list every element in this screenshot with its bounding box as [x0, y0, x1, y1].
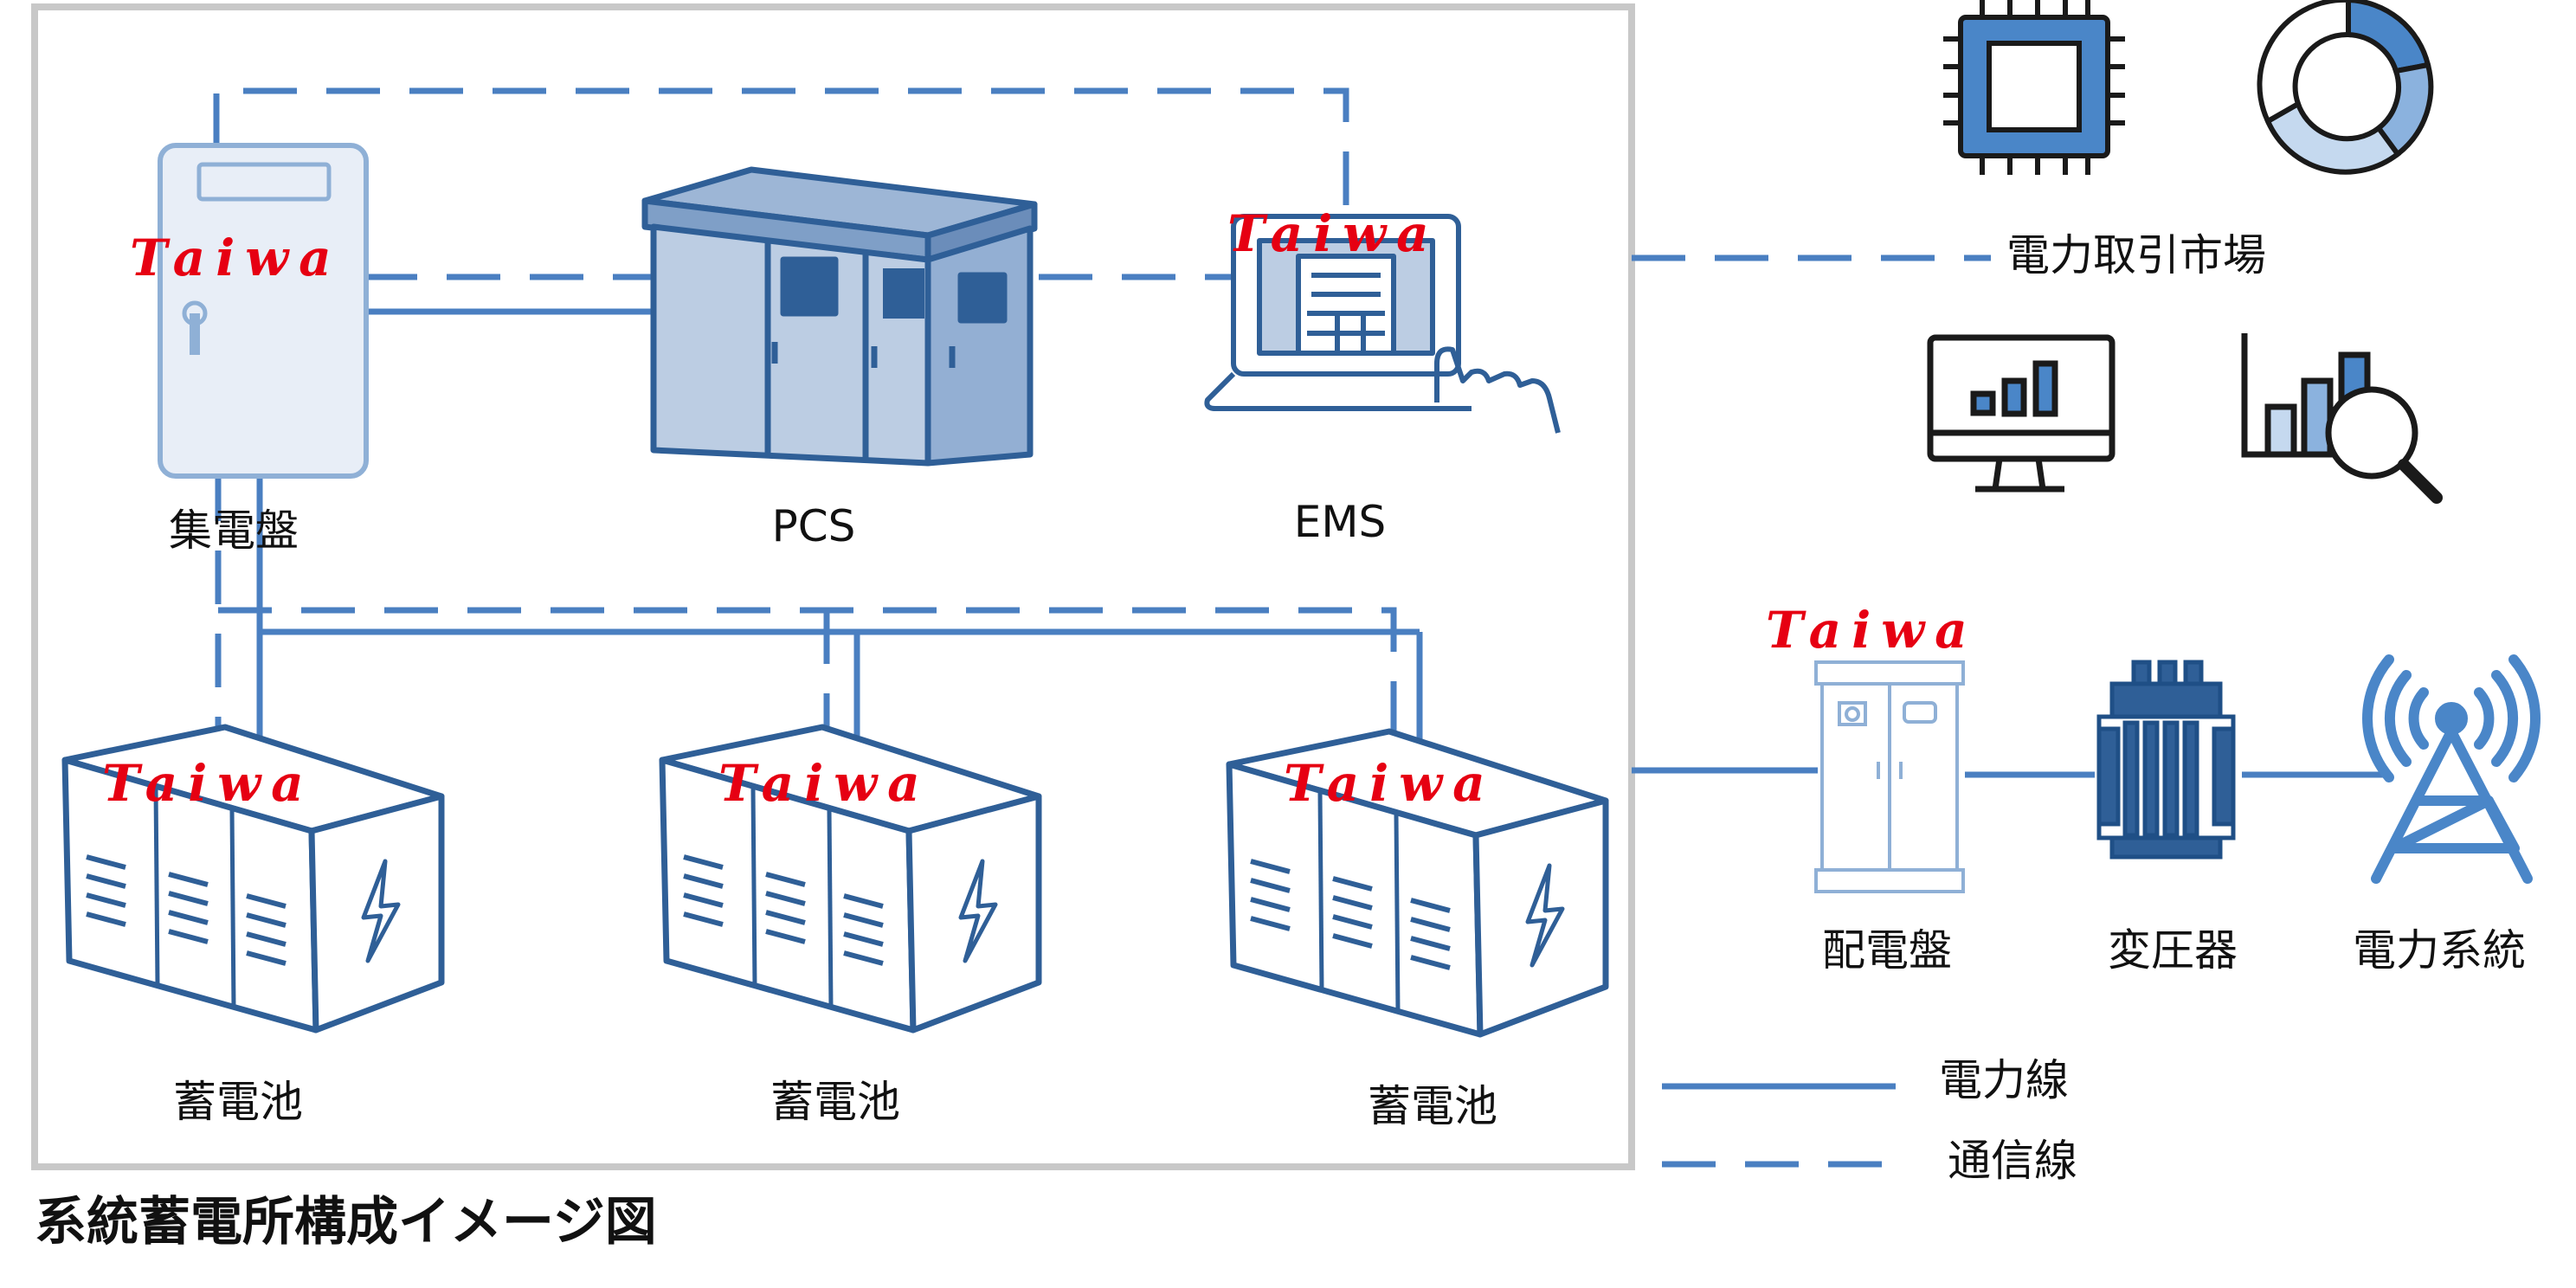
bar-chart-search-icon [2241, 333, 2443, 504]
brand-logo-battery-3: Taiwa [1284, 754, 1496, 813]
switchboard-icon [1814, 660, 1965, 893]
brand-logo-collector: Taiwa [130, 229, 342, 287]
battery-icon-1 [61, 724, 445, 1034]
system-boundary-frame [31, 3, 1635, 1170]
brand-logo-battery-1: Taiwa [102, 754, 314, 813]
label-switchboard: 配電盤 [1822, 925, 1952, 976]
cpu-chip-icon [1943, 0, 2125, 175]
legend: 電力線 通信線 [1662, 1055, 2077, 1186]
collector-panel-icon [158, 143, 369, 479]
brand-logo-battery-2: Taiwa [718, 754, 931, 813]
legend-comm-line-label: 通信線 [1948, 1136, 2077, 1186]
transformer-icon [2096, 660, 2236, 860]
label-collector-panel: 集電盤 [169, 506, 299, 556]
label-market: 電力取引市場 [2006, 230, 2266, 280]
monitor-bar-chart-icon [1927, 334, 2116, 493]
pcs-icon [641, 166, 1038, 467]
label-battery-2: 蓄電池 [770, 1077, 900, 1127]
label-battery-1: 蓄電池 [173, 1077, 303, 1127]
label-battery-3: 蓄電池 [1368, 1081, 1497, 1131]
ems-laptop-icon [1204, 214, 1561, 434]
grid-tower-icon [2362, 654, 2541, 884]
legend-power-line-label: 電力線 [1939, 1055, 2069, 1105]
battery-icon-2 [659, 724, 1042, 1034]
label-grid: 電力系統 [2353, 925, 2526, 976]
power-lines [256, 308, 2385, 778]
label-pcs: PCS [772, 501, 856, 551]
diagram-title: 系統蓄電所構成イメージ図 [35, 1192, 657, 1253]
label-ems: EMS [1294, 497, 1386, 547]
brand-logo-ems: Taiwa [1227, 204, 1439, 263]
communication-lines [213, 87, 1991, 744]
brand-logo-switchboard: Taiwa [1766, 601, 1978, 660]
battery-icon-3 [1226, 728, 1609, 1038]
label-transformer: 変圧器 [2108, 925, 2238, 976]
donut-chart-icon [2257, 0, 2434, 175]
